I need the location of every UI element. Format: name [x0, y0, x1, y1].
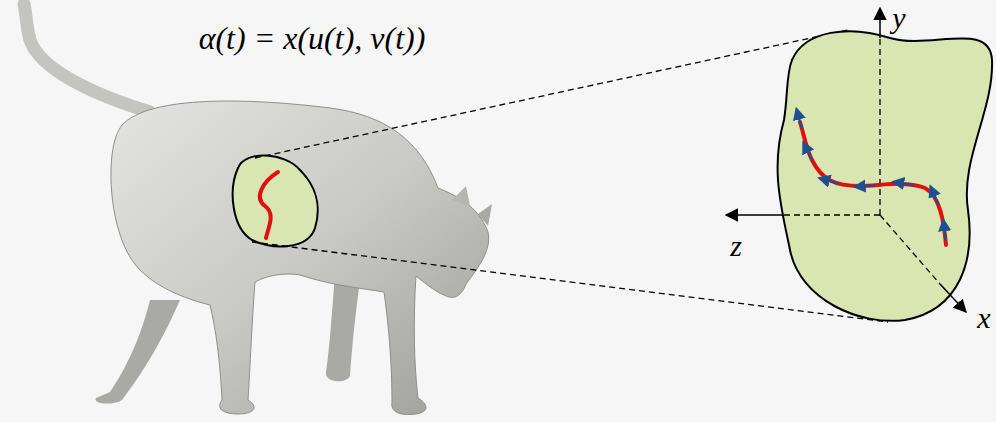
cat-hind-leg-back — [95, 300, 180, 404]
surface-patch — [233, 155, 318, 246]
surface-curve — [260, 172, 278, 238]
tangent-arrow — [855, 185, 875, 187]
x-axis — [940, 284, 966, 312]
cat-ear — [452, 186, 470, 206]
axis-label: y — [892, 3, 905, 33]
tangent-arrow — [797, 109, 802, 128]
y-axis — [879, 8, 881, 38]
tangent-arrow — [931, 187, 939, 205]
zoomed-patch — [778, 31, 993, 321]
tangent-arrow — [804, 143, 813, 161]
axis-hidden — [879, 38, 880, 215]
cat-front-leg-back — [326, 275, 360, 381]
cat-model — [24, 4, 492, 415]
axis-hidden — [880, 215, 940, 284]
axis-label: x — [977, 303, 990, 333]
cat-ear — [478, 204, 492, 226]
z-axis — [726, 214, 782, 216]
tangent-arrow — [944, 221, 946, 241]
tangent-arrow — [820, 178, 839, 184]
curve-formula: α(t) = x(u(t), v(t)) — [199, 22, 426, 54]
tangent-vectors — [797, 109, 946, 240]
tangent-arrow — [894, 182, 914, 185]
surface-curve — [800, 122, 946, 245]
cat-tail — [24, 4, 150, 112]
axis-label: z — [730, 231, 742, 261]
axis-hidden — [782, 214, 880, 215]
